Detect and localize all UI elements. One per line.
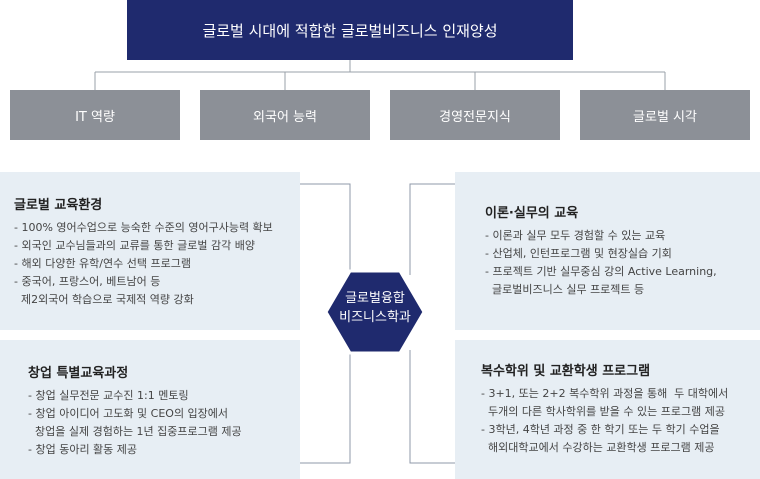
category-language: 외국어 능력 (200, 90, 370, 140)
list-item: - 이론과 실무 모두 경험할 수 있는 교육 (485, 229, 666, 242)
list-item: 창업을 실제 경험하는 1년 집중프로그램 제공 (28, 425, 242, 438)
panel-global-environment: 글로벌 교육환경 - 100% 영어수업으로 능숙한 수준의 영어구사능력 확보… (0, 172, 300, 330)
list-item: - 창업 아이디어 고도화 및 CEO의 입장에서 (28, 407, 229, 420)
list-item: - 3+1, 또는 2+2 복수학위 과정을 통해 두 대학에서 (481, 387, 729, 400)
list-item: - 해외 다양한 유학/연수 선택 프로그램 (14, 257, 191, 270)
panel-dual-degree-exchange: 복수학위 및 교환학생 프로그램 - 3+1, 또는 2+2 복수학위 과정을 … (455, 340, 760, 479)
list-item: - 3학년, 4학년 과정 중 한 학기 또는 두 학기 수업을 (481, 423, 720, 436)
panel-heading: 글로벌 교육환경 (14, 198, 103, 213)
center-label: 글로벌융합 비즈니스학과 (324, 289, 426, 327)
category-business: 경영전문지식 (390, 90, 560, 140)
panel-theory-practice: 이론·실무의 교육 - 이론과 실무 모두 경험할 수 있는 교육 - 산업체,… (455, 172, 760, 330)
panel-heading: 창업 특별교육과정 (28, 366, 129, 381)
list-item: - 산업체, 인턴프로그램 및 현장실습 기회 (485, 247, 672, 260)
panel-heading: 이론·실무의 교육 (485, 206, 579, 221)
panel-startup-program: 창업 특별교육과정 - 창업 실무전문 교수진 1:1 멘토링 - 창업 아이디… (0, 340, 300, 479)
category-global: 글로벌 시각 (580, 90, 750, 140)
list-item: - 외국인 교수님들과의 교류를 통한 글로벌 감각 배양 (14, 239, 255, 252)
list-item: 해외대학교에서 수강하는 교환학생 프로그램 제공 (481, 441, 715, 454)
list-item: - 중국어, 프랑스어, 베트남어 등 (14, 275, 161, 288)
list-item: - 창업 실무전문 교수진 1:1 멘토링 (28, 389, 189, 402)
category-it: IT 역량 (10, 90, 180, 140)
list-item: 두개의 다른 학사학위를 받을 수 있는 프로그램 제공 (481, 405, 725, 418)
center-label-line1: 글로벌융합 (345, 291, 405, 306)
list-item: - 창업 동아리 활동 제공 (28, 443, 138, 456)
center-label-line2: 비즈니스학과 (339, 310, 411, 325)
main-title: 글로벌 시대에 적합한 글로벌비즈니스 인재양성 (127, 0, 573, 60)
list-item: 제2외국어 학습으로 국제적 역량 강화 (14, 293, 194, 306)
center-hexagon (324, 269, 426, 355)
list-item: 글로벌비즈니스 실무 프로젝트 등 (485, 283, 645, 296)
list-item: - 100% 영어수업으로 능숙한 수준의 영어구사능력 확보 (14, 221, 273, 234)
list-item: - 프로젝트 기반 실무중심 강의 Active Learning, (485, 265, 717, 278)
panel-heading: 복수학위 및 교환학생 프로그램 (481, 364, 651, 379)
